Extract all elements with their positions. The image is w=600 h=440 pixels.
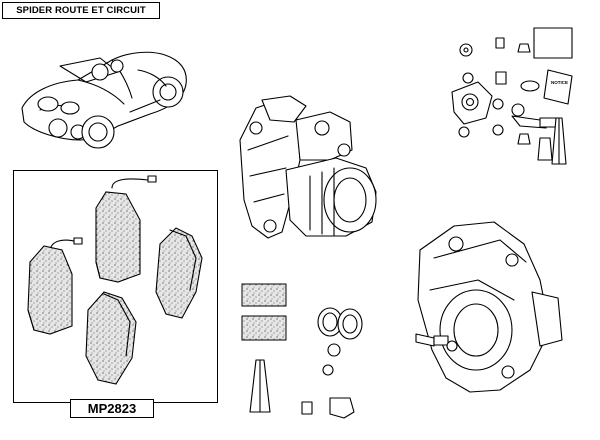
brake-pad-right — [155, 227, 203, 319]
brake-pad-left — [27, 245, 73, 335]
part-reference-label: MP2823 — [70, 399, 154, 418]
caliper-repair-kit: NOTICE — [451, 27, 573, 165]
brake-pad-top — [95, 191, 141, 283]
brake-pads-frame — [13, 170, 218, 403]
front-brake-caliper — [415, 221, 563, 393]
diagram-title: SPIDER ROUTE ET CIRCUIT — [2, 2, 160, 19]
seal-and-grease-parts — [241, 283, 363, 419]
brake-pad-bottom — [85, 291, 137, 385]
kit-card-label: NOTICE — [551, 80, 568, 85]
car-illustration — [21, 51, 187, 149]
rear-brake-caliper — [239, 95, 377, 239]
brake-pads-set — [27, 175, 203, 385]
